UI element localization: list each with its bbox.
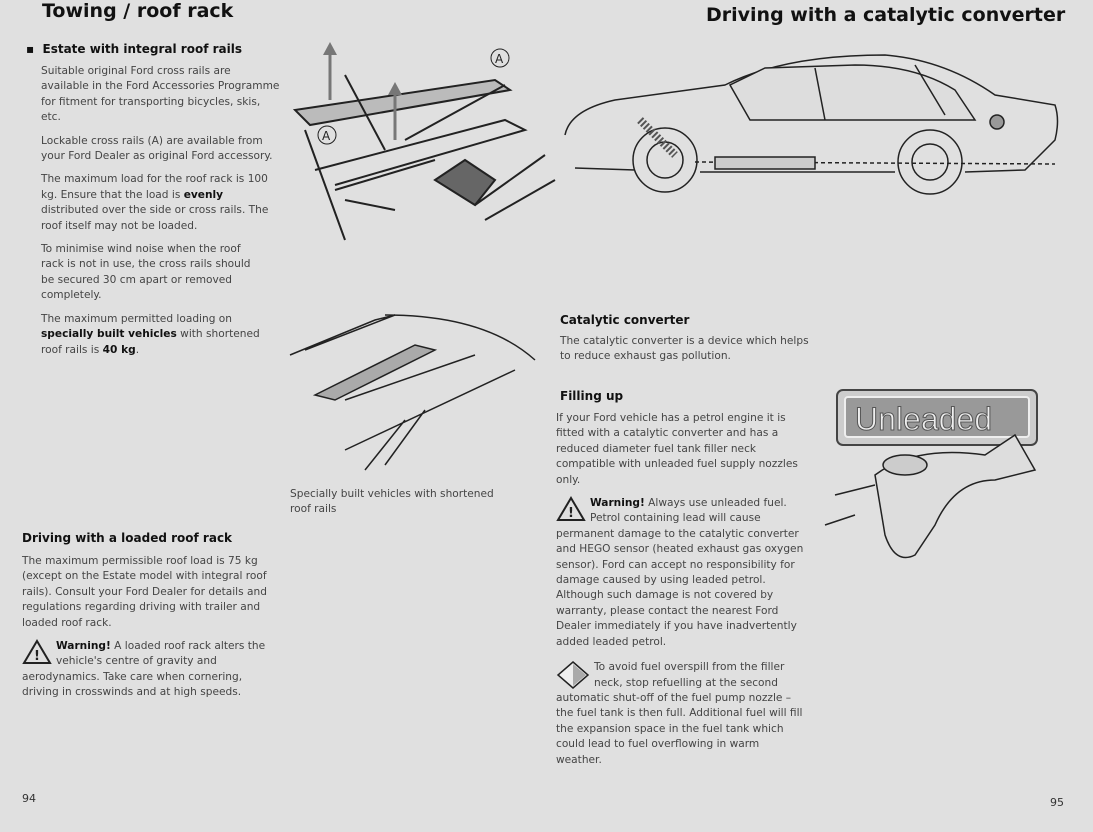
catalytic-heading: Catalytic converter [560,313,690,327]
warning-paragraph: ! Warning! Always use unleaded fuel. Pet… [556,496,804,648]
catalytic-text: The catalytic converter is a device whic… [560,334,810,373]
filling-heading: Filling up [560,389,624,403]
filling-text: If your Ford vehicle has a petrol engine… [556,411,806,776]
unleaded-fuel-nozzle-illustration: Unleaded [824,389,1038,559]
warning-triangle-icon: ! [22,639,52,665]
left-page-number: 94 [22,792,36,805]
svg-text:!: ! [568,506,574,521]
warning-triangle-icon: ! [556,496,586,522]
svg-text:A: A [322,129,331,143]
svg-text:A: A [495,52,504,66]
paragraph: Lockable cross rails (A) are available f… [41,134,273,163]
note-paragraph: To avoid fuel overspill from the filler … [556,661,803,766]
estate-text: Suitable original Ford cross rails are a… [41,64,281,366]
environment-note-icon [556,661,590,690]
car-exhaust-illustration [564,54,1059,195]
special-paragraph: The maximum permitted loading on special… [41,312,260,356]
left-page-title: Towing / roof rack [42,0,234,22]
loaded-heading: Driving with a loaded roof rack [22,531,233,545]
paragraph: To minimise wind noise when the roof rac… [41,243,251,302]
paragraph: Suitable original Ford cross rails are a… [41,65,280,124]
shortened-rails-illustration [289,314,536,471]
loaded-text: The maximum permissible roof load is 75 … [22,554,274,709]
svg-text:!: ! [34,649,40,664]
bullet: ▪ [26,42,43,56]
right-page-title: Driving with a catalytic converter [706,4,1066,26]
paragraph: The maximum permissible roof load is 75 … [22,555,267,629]
roof-rails-illustration: A A [292,42,556,241]
warning-paragraph: ! Warning! A loaded roof rack alters the… [22,639,266,699]
estate-heading: ▪ Estate with integral roof rails [26,42,242,56]
paragraph: The catalytic converter is a device whic… [560,335,809,363]
svg-text:Unleaded: Unleaded [855,401,992,437]
right-page-number: 95 [1050,796,1064,809]
load-paragraph: The maximum load for the roof rack is 10… [41,173,269,232]
figure-caption: Specially built vehicles with shortened … [290,488,494,515]
estate-heading-text: Estate with integral roof rails [42,42,243,56]
paragraph: If your Ford vehicle has a petrol engine… [556,412,798,486]
